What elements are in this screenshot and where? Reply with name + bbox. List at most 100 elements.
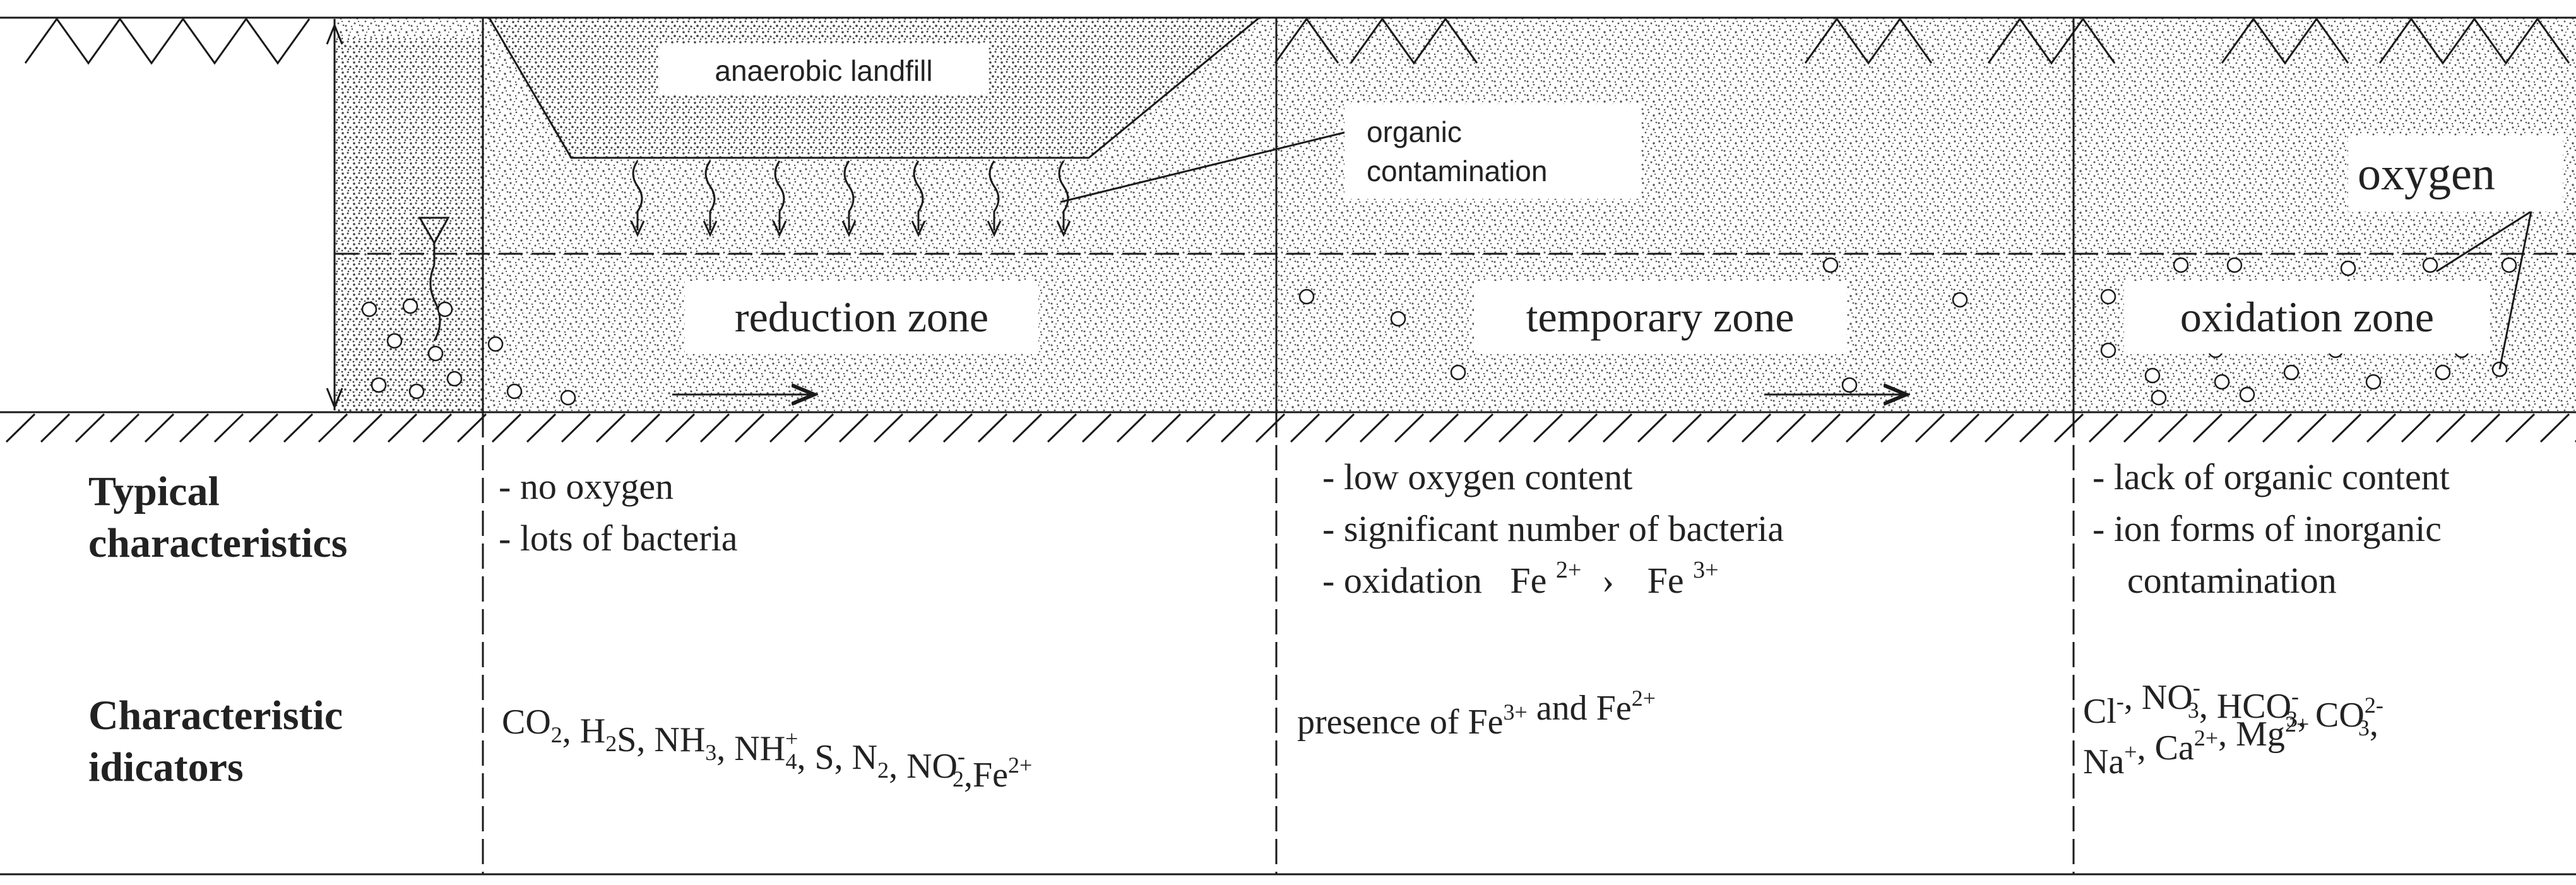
hatch-stroke [1567,413,1598,443]
hatch-stroke [144,413,175,443]
formula-subscript: 3 [2286,706,2298,732]
bubble [402,298,418,314]
formula-text: , HCO [2199,687,2291,726]
oxygen-label: oxygen [2358,148,2495,200]
characteristics-oxidation: - lack of organic content - ion forms of… [2092,456,2459,601]
hatch-stroke [456,413,487,443]
oxidation-arrow: › [1602,560,1614,601]
hatch-stroke [873,413,904,443]
hatch-stroke [2539,413,2570,443]
formula-subscript: 2 [877,757,889,783]
bubble [427,345,444,362]
hatch-stroke [942,413,973,443]
bubble [2144,367,2161,384]
bubble [437,301,453,318]
formula-superscript: 2+ [2194,725,2218,751]
leachate-arrowhead [911,220,926,237]
leachate-arrowhead [987,220,1002,237]
row-header-indicators-line1: Characteristic [88,692,343,739]
char-oxidation-line3: contamination [2127,560,2337,601]
formula-subscript: 2 [551,722,562,747]
hatch-stroke [1081,413,1112,443]
row-header-characteristics-line1: Typical [88,468,220,514]
formula-subscript: 3 [705,740,716,765]
hatch-stroke [2088,413,2119,443]
hatch-stroke [1498,413,1529,443]
bubble [1390,311,1406,327]
hatch-stroke [1810,413,1841,443]
bubble [2422,257,2438,273]
bubble [2239,386,2255,403]
row-header-characteristics-line2: characteristics [88,520,347,566]
formula-subscript: 3 [2188,698,2199,723]
hatch-stroke [977,413,1008,443]
hatch-stroke [5,413,36,443]
bubble [361,301,377,318]
water-level-icon [418,217,450,342]
hatch-stroke [1151,413,1182,443]
bubble [2501,257,2517,273]
leachate-arrowhead [1056,220,1071,237]
hatch-stroke [40,413,71,443]
leachate-arrow [1058,160,1069,230]
bubble [2151,389,2167,406]
hatch-stroke [769,413,800,443]
contamination-pointer [1060,128,1358,203]
oxygen-pointers [2436,210,2532,370]
hatch-stroke [526,413,557,443]
hatch-stroke [248,413,279,443]
bubble [487,336,504,352]
hatch-stroke [1463,413,1494,443]
formula-text: Cl [2083,692,2116,731]
hatch-stroke [2505,413,2536,443]
formula-text: , CO [2298,696,2365,735]
bubble [2214,374,2230,390]
leachate-arrow [913,160,924,230]
hatch-stroke [561,413,591,443]
formula-subscript: 4 [785,749,797,774]
formula-text: and Fe [1528,689,1632,728]
bubble [506,383,523,400]
hatch-stroke [1845,413,1876,443]
ground-surface-hatch [0,16,2576,65]
hatch-stroke [804,413,834,443]
indicators-reduction: CO2, H2S, NH3, NH+4, S, N2, NO-2,Fe2+ [502,703,1032,795]
leachate-arrow [988,160,1000,230]
contamination-label-line1: organic [1367,116,1462,148]
bubble [1822,257,1839,273]
wall-strip [335,38,483,412]
bubble [2283,364,2300,381]
hatch-stroke [179,413,210,443]
zone-label-reduction: reduction zone [735,293,988,341]
characteristics-temporary-oxidation: - oxidation Fe 2+ › Fe 3+ [1322,545,1719,601]
char-oxidation-line1: - lack of organic content [2092,456,2450,497]
column-separators [482,18,2075,412]
hatch-stroke [1602,413,1633,443]
hatch-stroke [2435,413,2466,443]
hatch-stroke [595,413,626,443]
bubble [2173,257,2189,273]
hatch-stroke [1255,413,1286,443]
fe-to: Fe [1647,560,1684,601]
formula-superscript: + [785,726,798,751]
hatch-stroke [630,413,661,443]
formula-subscript: 3 [2358,715,2370,740]
formula-superscript: 2+ [2285,711,2309,737]
contamination-label: organic contamination [1367,116,1547,187]
hatch-stroke [74,413,105,443]
hatch-stroke [699,413,730,443]
leachate-arrows [630,160,1071,237]
hatch-stroke [1394,413,1425,443]
hatch-stroke [2019,413,2050,443]
leachate-arrow [632,160,643,230]
indicators-temporary: presence of Fe3+ and Fe2+ [1297,686,1656,742]
hatch-stroke [2331,413,2362,443]
hatch-stroke [2053,413,2084,443]
hatch-stroke [1012,413,1043,443]
hatch-stroke [1290,413,1321,443]
bubble [2340,260,2356,276]
hatch-stroke [2227,413,2258,443]
fe-from: Fe [1510,560,1546,601]
bubble [408,383,425,400]
leachate-arrow [704,160,716,230]
